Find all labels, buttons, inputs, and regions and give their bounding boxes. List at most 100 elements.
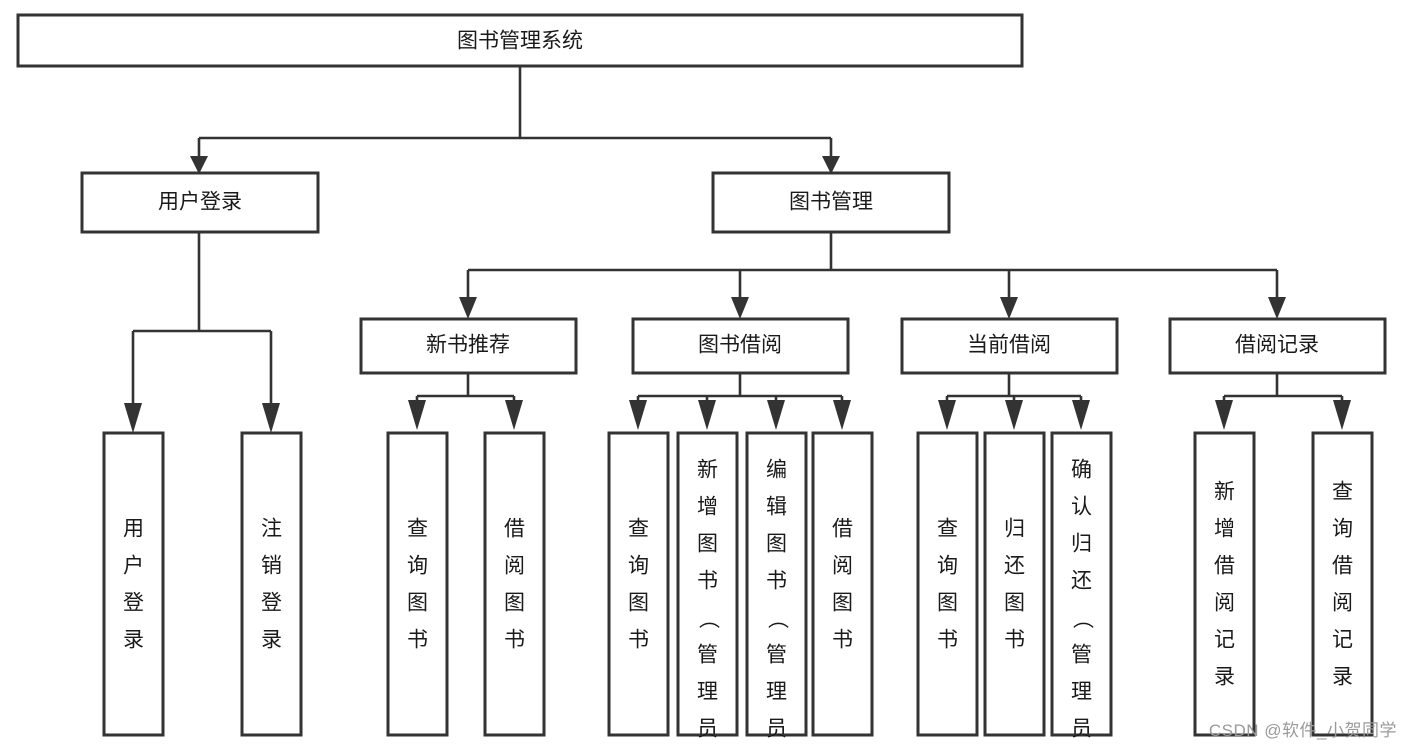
node-leaf-borrow-book-2-box[interactable] — [811, 431, 874, 737]
node-leaf-user-login-box[interactable] — [102, 431, 165, 737]
node-leaf-user-login[interactable] — [102, 431, 165, 737]
arrow-head-leaf-confirm-return-admin — [1072, 400, 1090, 430]
arrow-head-leaf-query-book-3 — [938, 400, 956, 430]
svg-text:辑: 辑 — [766, 496, 787, 519]
node-leaf-add-book-admin[interactable] — [676, 431, 739, 737]
svg-text:查: 查 — [407, 518, 428, 541]
svg-text:（: （ — [697, 608, 720, 629]
node-borrow-record[interactable]: 借阅记录 — [1168, 317, 1387, 375]
node-leaf-add-borrow-record-box[interactable] — [1193, 431, 1256, 737]
connector-layer — [124, 66, 1351, 433]
svg-text:询: 询 — [1332, 518, 1353, 541]
node-book-manage-label: 图书管理 — [789, 191, 873, 214]
node-book-borrow-box[interactable] — [631, 317, 850, 375]
node-leaf-logout-box[interactable] — [240, 431, 303, 737]
svg-text:图: 图 — [766, 533, 787, 556]
svg-text:编: 编 — [766, 459, 787, 482]
svg-text:录: 录 — [1214, 666, 1235, 689]
node-leaf-query-borrow-record-box[interactable] — [1311, 431, 1374, 737]
node-new-book-rec-box[interactable] — [359, 317, 578, 375]
arrow-head-book-manage — [822, 156, 840, 174]
svg-text:（: （ — [1071, 608, 1094, 629]
svg-text:员: 员 — [766, 718, 787, 741]
node-leaf-add-borrow-record[interactable] — [1193, 431, 1256, 737]
svg-text:员: 员 — [1071, 718, 1092, 741]
node-leaf-query-book-3-box[interactable] — [916, 431, 979, 737]
node-borrow-record-box[interactable] — [1168, 317, 1387, 375]
svg-text:查: 查 — [937, 518, 958, 541]
vertical-label-layer: 用户登录注销登录查询图书借阅图书查询图书新增图书（管理员）编辑图书（管理员）借阅… — [123, 459, 1353, 741]
node-leaf-query-book-1-box[interactable] — [386, 431, 449, 737]
node-root-label: 图书管理系统 — [457, 30, 583, 53]
svg-text:归: 归 — [1004, 518, 1025, 541]
arrow-head-leaf-logout — [262, 403, 280, 433]
svg-text:借: 借 — [504, 518, 525, 541]
node-book-manage[interactable]: 图书管理 — [711, 171, 951, 234]
arrow-head-leaf-add-book-admin — [698, 400, 716, 430]
node-user-login[interactable]: 用户登录 — [80, 171, 320, 234]
arrow-head-borrow-record — [1268, 297, 1286, 319]
node-root[interactable]: 图书管理系统 — [16, 13, 1024, 68]
node-user-login-box[interactable] — [80, 171, 320, 234]
arrow-head-leaf-return-book — [1005, 400, 1023, 430]
svg-text:阅: 阅 — [504, 555, 525, 578]
node-leaf-edit-book-admin-box[interactable] — [745, 431, 808, 737]
svg-text:管: 管 — [766, 644, 787, 667]
node-leaf-query-book-3[interactable] — [916, 431, 979, 737]
node-leaf-borrow-book-1[interactable] — [483, 431, 546, 737]
node-leaf-query-book-1[interactable] — [386, 431, 449, 737]
svg-text:图: 图 — [697, 533, 718, 556]
node-leaf-query-borrow-record[interactable] — [1311, 431, 1374, 737]
svg-text:理: 理 — [766, 681, 787, 704]
node-leaf-return-book-box[interactable] — [983, 431, 1046, 737]
node-leaf-confirm-return-admin-box[interactable] — [1050, 431, 1113, 737]
svg-text:销: 销 — [261, 555, 282, 578]
svg-text:用: 用 — [123, 518, 144, 541]
svg-text:书: 书 — [766, 570, 787, 593]
svg-text:图: 图 — [832, 592, 853, 615]
svg-text:书: 书 — [407, 629, 428, 652]
node-book-borrow-label: 图书借阅 — [698, 334, 782, 357]
node-leaf-borrow-book-1-box[interactable] — [483, 431, 546, 737]
arrow-head-leaf-borrow-book-2 — [833, 400, 851, 430]
svg-text:理: 理 — [1071, 681, 1092, 704]
node-leaf-logout[interactable] — [240, 431, 303, 737]
svg-text:增: 增 — [1214, 518, 1235, 541]
node-leaf-return-book[interactable] — [983, 431, 1046, 737]
node-book-manage-box[interactable] — [711, 171, 951, 234]
node-book-borrow[interactable]: 图书借阅 — [631, 317, 850, 375]
node-current-borrow[interactable]: 当前借阅 — [900, 317, 1119, 375]
node-borrow-record-label: 借阅记录 — [1235, 334, 1319, 357]
svg-text:书: 书 — [697, 570, 718, 593]
svg-text:阅: 阅 — [1214, 592, 1235, 615]
node-leaf-borrow-book-2[interactable] — [811, 431, 874, 737]
svg-text:图: 图 — [937, 592, 958, 615]
svg-text:户: 户 — [123, 555, 144, 578]
node-leaf-confirm-return-admin[interactable] — [1050, 431, 1113, 737]
svg-text:查: 查 — [1332, 481, 1353, 504]
node-current-borrow-box[interactable] — [900, 317, 1119, 375]
svg-text:图: 图 — [504, 592, 525, 615]
node-leaf-query-book-2-box[interactable] — [607, 431, 670, 737]
node-root-box[interactable] — [16, 13, 1024, 68]
arrow-head-current-borrow — [1000, 297, 1018, 319]
arrow-head-book-borrow — [731, 297, 749, 319]
node-leaf-edit-book-admin[interactable] — [745, 431, 808, 737]
svg-text:还: 还 — [1071, 570, 1092, 593]
svg-text:询: 询 — [628, 555, 649, 578]
svg-text:记: 记 — [1214, 629, 1235, 652]
node-new-book-rec[interactable]: 新书推荐 — [359, 317, 578, 375]
node-leaf-add-book-admin-box[interactable] — [676, 431, 739, 737]
node-user-login-label: 用户登录 — [158, 191, 242, 214]
node-leaf-query-book-2[interactable] — [607, 431, 670, 737]
svg-text:注: 注 — [261, 518, 282, 541]
arrow-head-leaf-query-borrow-record — [1333, 400, 1351, 430]
arrow-head-leaf-borrow-book-1 — [505, 400, 523, 430]
